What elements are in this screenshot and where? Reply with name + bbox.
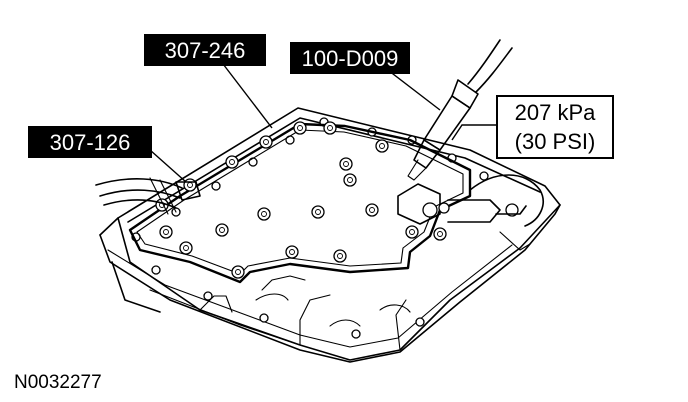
pressure-spec-box: 207 kPa (30 PSI) <box>496 95 614 159</box>
right-side-hardware <box>397 174 544 251</box>
callout-307-246-text: 307-246 <box>165 38 246 63</box>
callout-307-126: 307-126 <box>28 126 152 158</box>
valve-body-bolts <box>155 121 447 279</box>
figure-id: N0032277 <box>14 372 102 393</box>
callout-100-D009-text: 100-D009 <box>302 46 399 71</box>
callout-307-246: 307-246 <box>144 34 266 66</box>
pressure-kpa-text: 207 kPa <box>515 100 596 125</box>
transmission-case-outline <box>99 107 561 363</box>
callout-307-126-text: 307-126 <box>50 130 131 155</box>
air-nozzle-tool <box>407 39 513 181</box>
pressure-psi-text: (30 PSI) <box>515 129 596 154</box>
wiring-harness <box>95 177 201 215</box>
callout-100-D009: 100-D009 <box>290 42 410 74</box>
valve-body-gasket <box>128 122 472 284</box>
